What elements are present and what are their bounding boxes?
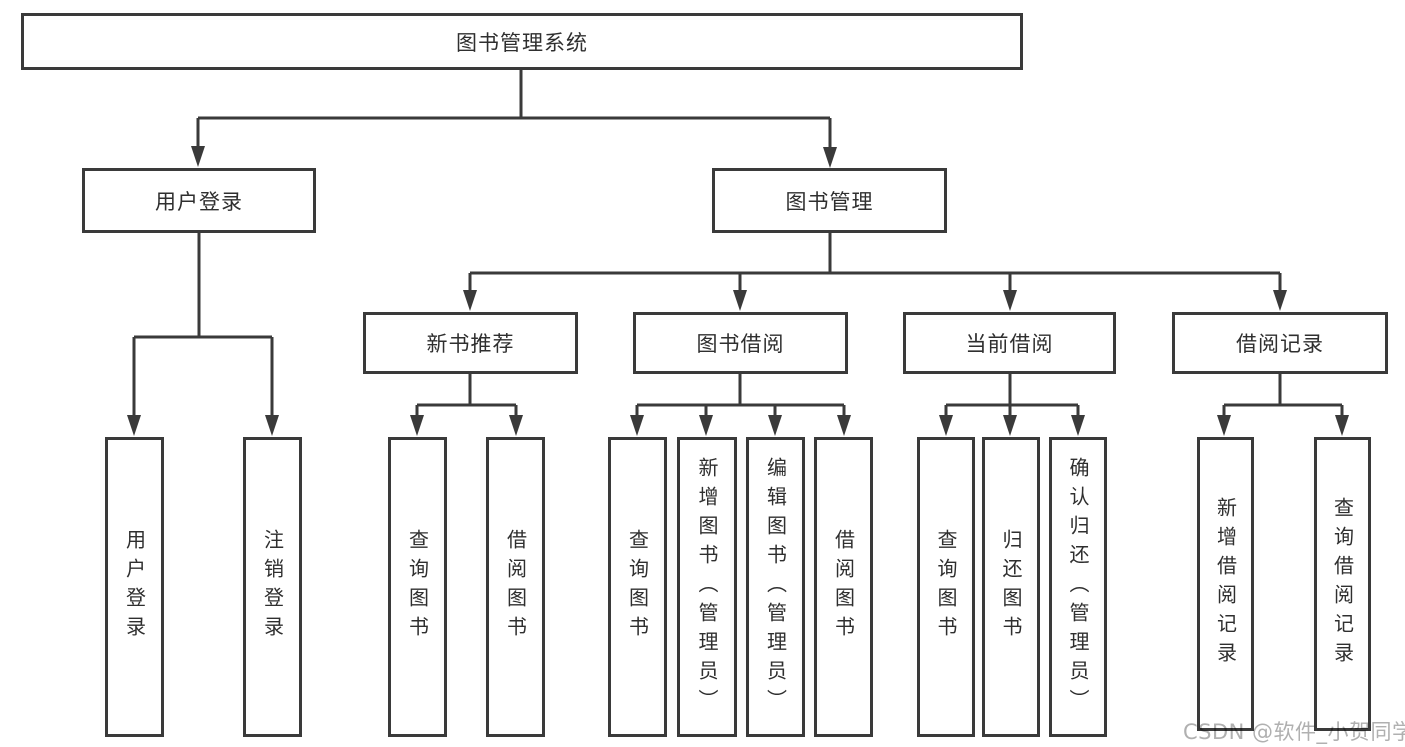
leaf-user-login-label: 用户登录	[122, 529, 147, 645]
node-book-management-label: 图书管理	[785, 189, 874, 214]
leaf-logout-label: 注销登录	[260, 529, 285, 645]
leaf-borrowing-query-books-label: 查询图书	[625, 529, 650, 645]
node-user-login-group: 用户登录	[82, 168, 316, 233]
leaf-add-books-admin-label: 新增图书（管理员）	[695, 456, 719, 718]
leaf-current-query-books-label: 查询图书	[934, 529, 958, 645]
leaf-add-borrow-record-label: 新增借阅记录	[1213, 497, 1238, 671]
node-book-management: 图书管理	[712, 168, 947, 233]
leaf-recommend-borrow-books: 借阅图书	[486, 437, 545, 737]
leaf-return-books-label: 归还图书	[999, 529, 1023, 645]
leaf-add-borrow-record: 新增借阅记录	[1197, 437, 1254, 731]
leaf-edit-books-admin-label: 编辑图书（管理员）	[763, 456, 788, 718]
node-book-borrowing: 图书借阅	[633, 312, 848, 374]
leaf-borrow-books-label: 借阅图书	[831, 529, 856, 645]
leaf-logout: 注销登录	[243, 437, 302, 737]
leaf-query-borrow-record: 查询借阅记录	[1314, 437, 1371, 731]
leaf-edit-books-admin: 编辑图书（管理员）	[746, 437, 805, 737]
node-current-borrowing: 当前借阅	[903, 312, 1116, 374]
node-new-book-recommend-label: 新书推荐	[426, 332, 515, 356]
node-user-login-group-label: 用户登录	[155, 189, 243, 214]
node-root-system: 图书管理系统	[21, 13, 1023, 70]
node-current-borrowing-label: 当前借阅	[965, 332, 1054, 356]
node-new-book-recommend: 新书推荐	[363, 312, 578, 374]
leaf-user-login: 用户登录	[105, 437, 164, 737]
leaf-borrowing-query-books: 查询图书	[608, 437, 667, 737]
leaf-current-query-books: 查询图书	[917, 437, 975, 737]
leaf-query-borrow-record-label: 查询借阅记录	[1330, 497, 1355, 671]
leaf-confirm-return-admin-label: 确认归还（管理员）	[1066, 456, 1090, 718]
leaf-recommend-query-books: 查询图书	[388, 437, 447, 737]
node-borrow-records-label: 借阅记录	[1236, 332, 1324, 356]
leaf-recommend-query-books-label: 查询图书	[405, 529, 430, 645]
leaf-add-books-admin: 新增图书（管理员）	[677, 437, 737, 737]
node-borrow-records: 借阅记录	[1172, 312, 1388, 374]
leaf-return-books: 归还图书	[982, 437, 1040, 737]
node-book-borrowing-label: 图书借阅	[696, 332, 785, 356]
leaf-recommend-borrow-books-label: 借阅图书	[503, 529, 528, 645]
node-root-system-label: 图书管理系统	[456, 30, 588, 55]
csdn-watermark: CSDN @软件_小贺同学	[1183, 720, 1405, 744]
leaf-confirm-return-admin: 确认归还（管理员）	[1049, 437, 1107, 737]
leaf-borrow-books: 借阅图书	[814, 437, 873, 737]
